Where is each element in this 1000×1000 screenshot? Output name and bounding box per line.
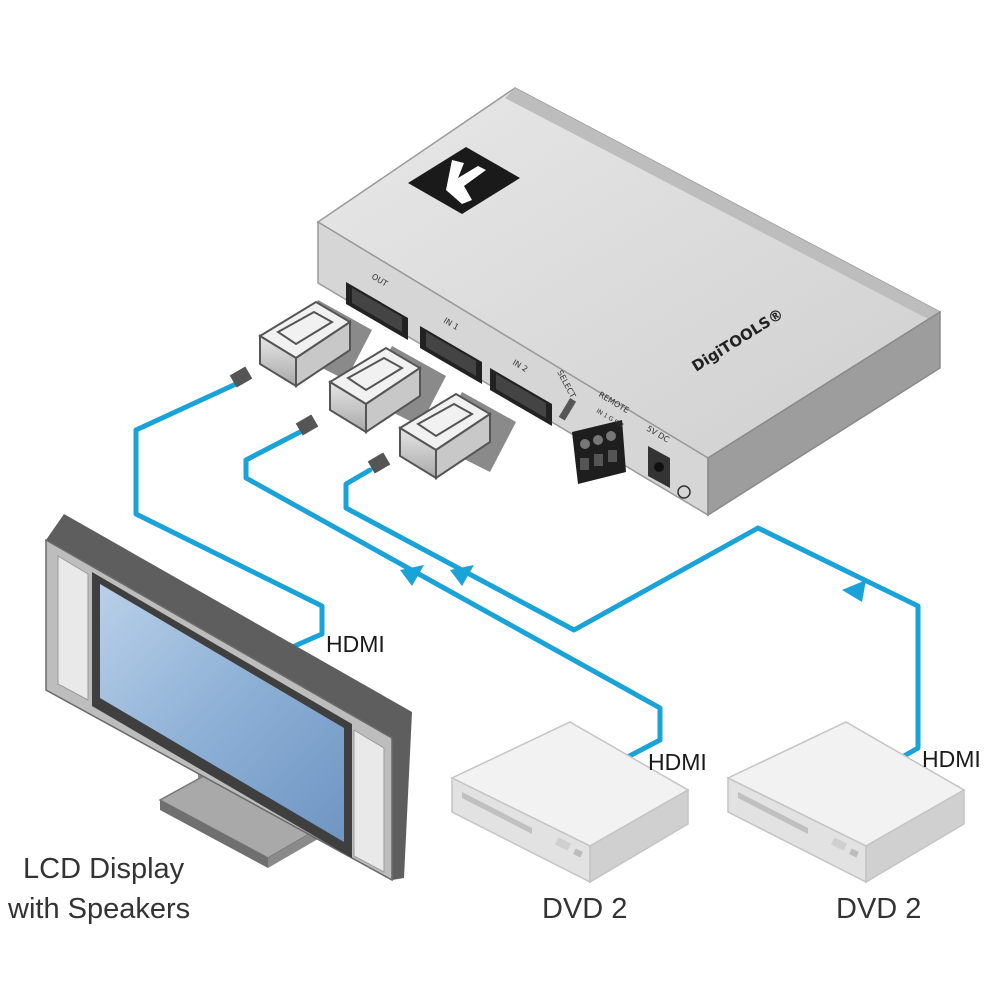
- arrow-dvd1: [400, 565, 424, 586]
- cables: [133, 381, 921, 767]
- kramer-logo-icon: [408, 147, 520, 214]
- flow-arrows: [400, 565, 866, 602]
- cable-dvd2-to-in2: [343, 467, 921, 767]
- hdmi-label-dvd1: HDMI: [648, 749, 707, 775]
- cable-dvd1-to-in1: [243, 429, 663, 767]
- dvd2-label: DVD 2: [836, 893, 921, 925]
- dvd-player-2: [726, 721, 966, 884]
- arrow-dvd2-b: [842, 580, 866, 602]
- hdmi-plug-in2: [367, 392, 516, 480]
- hdmi-plug-out: [229, 300, 372, 388]
- hdmi-label-dvd2: HDMI: [922, 746, 981, 772]
- dvd1-label: DVD 2: [542, 893, 627, 925]
- lcd-display-label-line1: LCD Display: [23, 853, 185, 885]
- lcd-display-label-line2: with Speakers: [7, 893, 190, 925]
- hdmi-switcher-device: DigiTOOLS® OUT IN 1 IN 2 SELECT: [316, 87, 942, 517]
- hdmi-label-display: HDMI: [326, 631, 385, 657]
- dvd-player-1: [450, 721, 690, 884]
- lcd-screen: [100, 584, 344, 842]
- power-icon: [677, 485, 691, 499]
- lcd-display: [45, 514, 412, 882]
- hdmi-plug-in1: [295, 346, 446, 436]
- arrow-dvd2-a: [450, 565, 474, 586]
- cable-out-to-display: [133, 381, 325, 651]
